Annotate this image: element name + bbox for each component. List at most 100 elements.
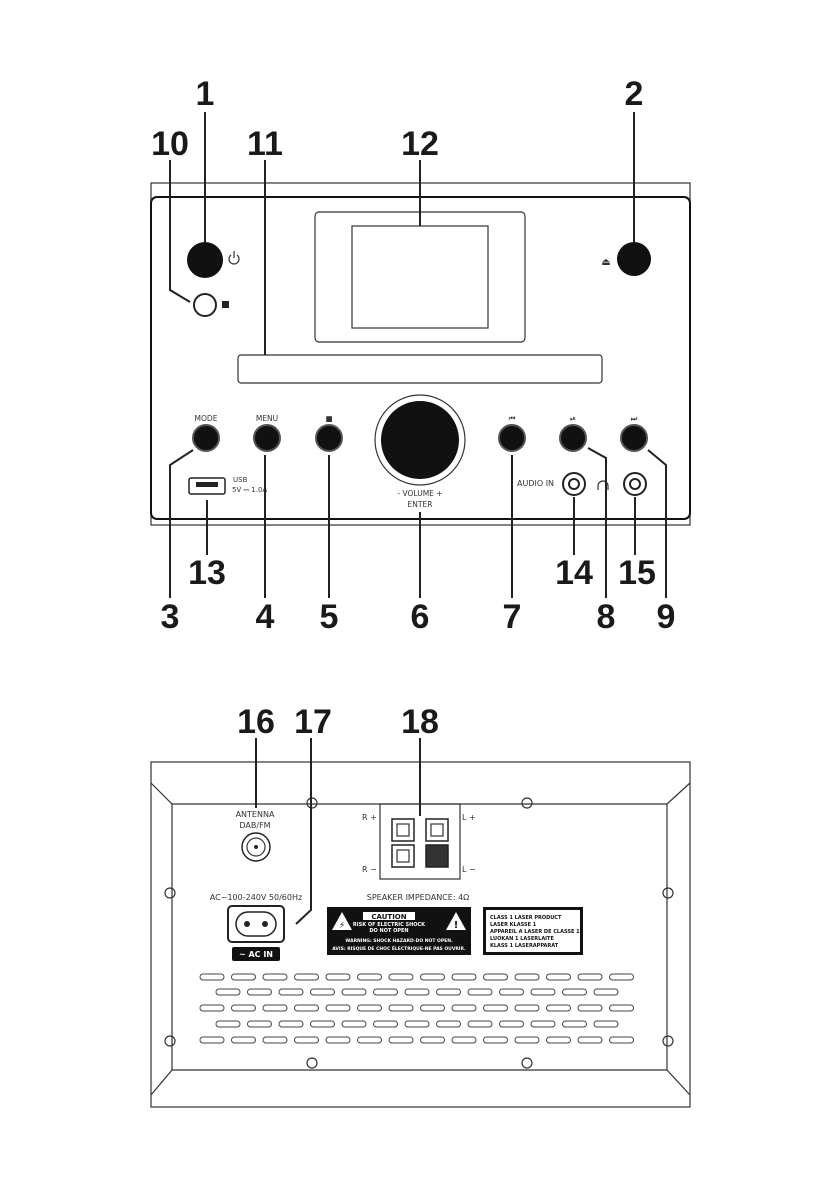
screw-hole (662, 1035, 674, 1047)
vent-slot (467, 1020, 493, 1028)
screw-hole (306, 1057, 318, 1069)
callout-4: 4 (256, 598, 275, 636)
menu-label: MENU (256, 414, 278, 423)
callout-5: 5 (320, 598, 339, 636)
vent-slot (325, 973, 351, 981)
callout-9: 9 (657, 598, 676, 636)
vent-slot (325, 1036, 351, 1044)
laser-line: CLASS 1 LASER PRODUCT (490, 915, 562, 921)
audio-in-label: AUDIO IN (517, 479, 554, 488)
ac-pin (262, 921, 268, 927)
antenna-socket-ring (246, 837, 266, 857)
vent-slot (577, 1036, 603, 1044)
screw-hole (521, 1057, 533, 1069)
vent-slot (341, 1020, 367, 1028)
rear-callout-numbers: 16 17 18 (237, 703, 439, 741)
vent-slot (420, 1004, 445, 1012)
vent-slot (231, 1004, 256, 1012)
vent-slot (546, 1036, 571, 1044)
vent-slot (577, 1004, 603, 1012)
screw-hole (521, 797, 533, 809)
callout-16: 16 (237, 703, 275, 741)
eject-button[interactable] (617, 242, 651, 276)
vent-slot (373, 1020, 398, 1028)
stop-button[interactable] (315, 424, 343, 452)
vent-slot (483, 1036, 508, 1044)
mode-button[interactable] (192, 424, 220, 452)
eject-icon: ⏏ (601, 257, 610, 268)
antenna-band-label: DAB/FM (239, 821, 270, 830)
vent-slot (436, 988, 461, 996)
vent-slot (451, 1004, 477, 1012)
front-callout-lines (169, 112, 667, 598)
vent-slot (325, 1004, 351, 1012)
prev-icon: ⏮ (509, 414, 516, 423)
vent-slot (388, 1036, 414, 1044)
callout-8: 8 (597, 598, 616, 636)
caution-line-2: DO NOT OPEN (369, 928, 408, 934)
callout-14: 14 (555, 554, 593, 592)
caution-line-3: WARNING: SHOCK HAZARD-DO NOT OPEN. (345, 938, 453, 944)
callout-12: 12 (401, 125, 439, 163)
ir-icon (222, 301, 229, 308)
vent-slot (530, 988, 556, 996)
audio-in-jack-hole (568, 478, 580, 490)
vent-slot (467, 988, 493, 996)
warning-icon: ⚡ (332, 912, 352, 931)
antenna-socket-pin (254, 845, 258, 849)
vent-slot (199, 973, 225, 981)
vent-slot (562, 988, 587, 996)
ac-in-label: ~ AC IN (239, 950, 273, 959)
callout-15: 15 (618, 554, 656, 592)
callout-11: 11 (247, 125, 283, 163)
vent-slot (420, 1036, 445, 1044)
impedance-label: SPEAKER IMPEDANCE: 4Ω (367, 893, 470, 902)
vent-slot (404, 1020, 430, 1028)
usb-power-label: 5V ⎓ 1.0A (232, 486, 267, 494)
vent-slot (499, 988, 524, 996)
vent-slot (530, 1020, 556, 1028)
power-button[interactable] (187, 242, 223, 278)
l-minus-label: L − (462, 865, 476, 874)
callout-10: 10 (151, 125, 189, 163)
callout-7: 7 (503, 598, 522, 636)
svg-text:⚡: ⚡ (339, 921, 345, 931)
vent-slot (404, 988, 430, 996)
vent-slot (310, 1020, 335, 1028)
callout-18: 18 (401, 703, 439, 741)
play-pause-button[interactable] (559, 424, 587, 452)
vent-slot (373, 988, 398, 996)
vent-slot (593, 988, 619, 996)
vent-slot (247, 1020, 272, 1028)
volume-label: - VOLUME + (397, 489, 442, 498)
vent-slot (514, 973, 540, 981)
prev-button[interactable] (498, 424, 526, 452)
menu-button[interactable] (253, 424, 281, 452)
screw-hole (164, 887, 176, 899)
callout-17: 17 (294, 703, 332, 741)
ir-sensor (193, 293, 217, 317)
rear-panel: ANTENNA DAB/FM AC~100-240V 50/60Hz ~ AC … (150, 761, 691, 1108)
power-icon (228, 251, 240, 265)
vent-slot (357, 973, 382, 981)
vent-slot (499, 1020, 524, 1028)
mode-label: MODE (195, 414, 218, 423)
next-button[interactable] (620, 424, 648, 452)
rear-callout-lines (255, 738, 421, 925)
next-icon: ⏭ (631, 414, 638, 423)
vent-slot (577, 973, 603, 981)
vent-slot (294, 1004, 319, 1012)
speaker-terminal-l-plus[interactable] (425, 818, 449, 842)
front-panel: ⏏ MODE MENU ■ - VOLUME + ENTER ⏮ ⏯ ⏭ USB… (150, 182, 691, 526)
speaker-terminal-l-minus[interactable] (425, 844, 449, 868)
ac-rating-label: AC~100-240V 50/60Hz (210, 893, 302, 902)
speaker-terminal-r-minus[interactable] (391, 844, 415, 868)
laser-line: APPAREIL A LASER DE CLASSE 1 (490, 929, 580, 935)
front-callout-numbers: 1 2 10 11 12 13 14 15 3 4 5 6 7 8 9 (151, 75, 675, 636)
vent-slot (546, 973, 571, 981)
vent-slot (199, 1004, 225, 1012)
callout-2: 2 (625, 75, 644, 113)
ac-inlet-inner (235, 911, 277, 937)
speaker-terminal-r-plus[interactable] (391, 818, 415, 842)
